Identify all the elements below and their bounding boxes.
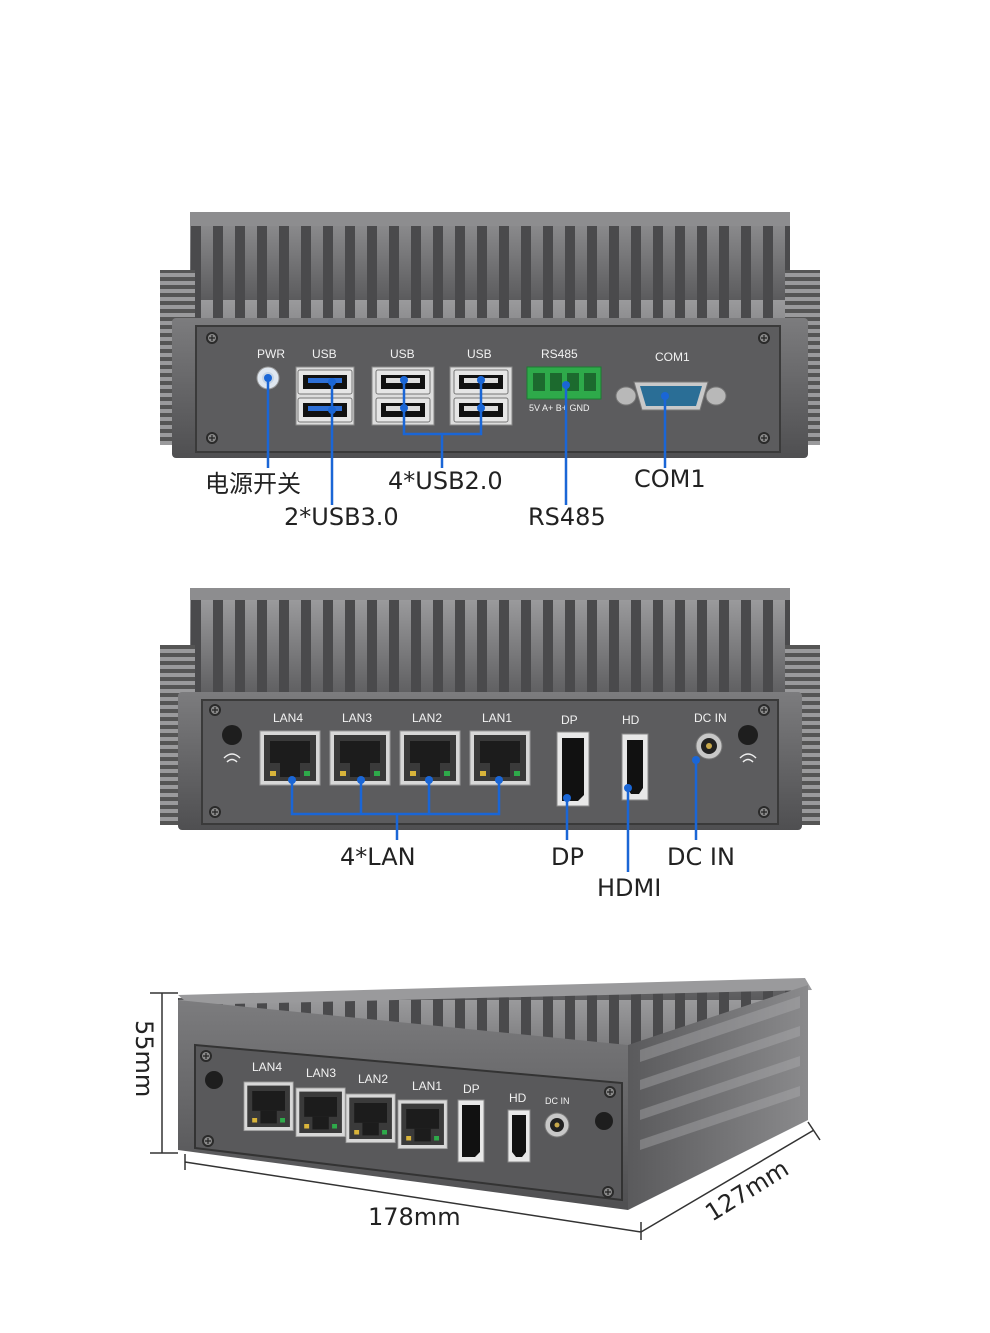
antenna-hole-icon [205,1071,223,1089]
rs485-callout: RS485 [528,503,606,531]
lan4-label: LAN4 [273,711,303,725]
bottom-lan3-label: LAN3 [306,1066,336,1080]
dp-callout: DP [551,843,584,871]
bottom-lan1-port-icon [397,1099,448,1150]
bottom-lan1-label: LAN1 [412,1079,442,1093]
antenna-hole-icon [595,1112,613,1130]
com1-label: COM1 [655,350,690,364]
bottom-lan4-port-icon [243,1081,294,1132]
wifi-icon [223,753,241,763]
bottom-dp-label: DP [463,1082,480,1096]
bottom-side-face [628,985,808,1210]
middle-device-view: LAN4 LAN3 LAN2 LAN1 DP HD DC IN [160,588,820,902]
dcin-label: DC IN [694,711,727,725]
rs485-label: RS485 [541,347,578,361]
top-device-view: PWR USB USB USB RS485 5V A+ B+ GND COM1 [160,212,820,531]
rs485-pins-label: 5V A+ B+ GND [529,403,590,413]
bottom-hd-label: HD [509,1091,527,1105]
hdmi-callout: HDMI [597,874,661,902]
usb2-callout: 4*USB2.0 [388,467,503,495]
top-heatsink-fins [190,215,790,325]
lan1-label: LAN1 [482,711,512,725]
bottom-lan2-port-icon [345,1093,396,1144]
bottom-dcin-label: DC IN [545,1096,570,1106]
hd-label: HD [622,713,640,727]
usb3-port-icon [297,397,353,423]
lan3-label: LAN3 [342,711,372,725]
usb2b-label: USB [467,347,492,361]
power-switch-callout: 电源开关 [205,470,301,498]
com1-callout: COM1 [634,465,706,493]
bottom-lan3-port-icon [295,1087,346,1138]
usb3-callout: 2*USB3.0 [284,503,399,531]
usb3-port-icon [297,369,353,395]
middle-callout-lines [290,760,698,872]
pwr-label: PWR [257,347,285,361]
height-dimension: 55mm [130,1020,158,1097]
lan-callout: 4*LAN [340,843,416,871]
antenna-hole-icon [222,725,242,745]
antenna-hole-icon [738,725,758,745]
usb2a-label: USB [390,347,415,361]
usb3-label: USB [312,347,337,361]
bottom-lan4-label: LAN4 [252,1060,282,1074]
bottom-device-view: LAN4 LAN3 LAN2 LAN1 DP HD DC IN 55mm 178… [130,978,821,1240]
middle-heatsink-fins [190,590,790,700]
lan2-label: LAN2 [412,711,442,725]
wifi-icon [739,753,757,763]
dp-label: DP [561,713,578,727]
bottom-lan2-label: LAN2 [358,1072,388,1086]
width-dimension: 178mm [368,1203,461,1231]
dcin-callout: DC IN [667,843,735,871]
dimension-lines [150,992,821,1240]
